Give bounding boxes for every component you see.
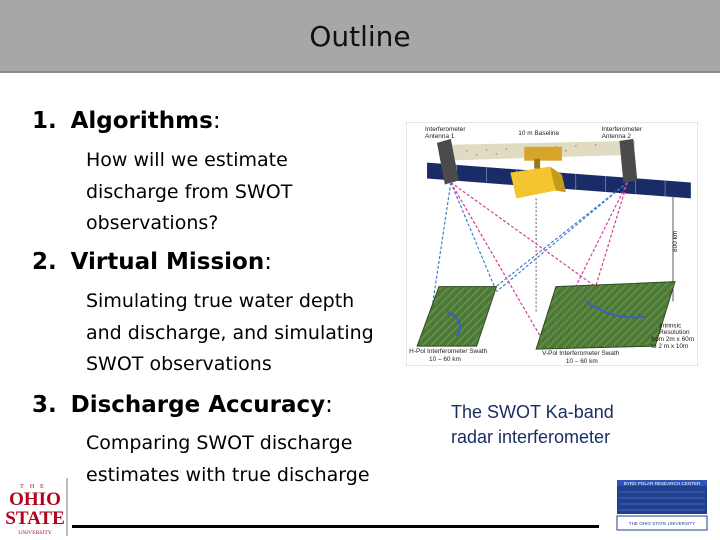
figure-caption: The SWOT Ka-band radar interferometer: [451, 400, 681, 450]
body-line: observations?: [86, 212, 219, 234]
section-title: Discharge Accuracy: [70, 392, 326, 418]
section-number: 3.: [32, 392, 57, 418]
body-line: and discharge, and simulating: [86, 321, 374, 344]
label-antenna1-l2: Antenna 1: [425, 133, 455, 140]
section-1-body: How will we estimate discharge from SWOT…: [86, 145, 292, 240]
label-resolution-l3: from 2m x 60m: [651, 336, 694, 343]
label-hpol-l2: 10 – 60 km: [429, 356, 461, 363]
body-line: estimates with true discharge: [86, 463, 370, 486]
label-baseline: 10 m Baseline: [518, 130, 559, 137]
section-2-heading: 2. Virtual Mission:: [32, 249, 272, 275]
label-resolution-l1: Intrinsic: [659, 322, 682, 329]
label-antenna2-l2: Antenna 2: [602, 133, 632, 140]
section-1-heading: 1. Algorithms:: [32, 108, 221, 134]
body-line: Simulating true water depth: [86, 290, 355, 312]
body-line: SWOT observations: [86, 353, 272, 375]
section-number: 2.: [32, 249, 57, 275]
radar-beams: [426, 182, 628, 347]
section-3-heading: 3. Discharge Accuracy:: [32, 392, 333, 418]
section-colon: :: [264, 249, 272, 275]
slide-title: Outline: [309, 20, 411, 53]
section-2-body: Simulating true water depth and discharg…: [86, 286, 374, 381]
osu-logo-ohio: OHIO: [9, 489, 61, 510]
vpol-swath: [535, 281, 676, 350]
label-resolution-l2: Resolution: [659, 329, 690, 336]
label-hpol-l1: H-Pol Interferometer Swath: [409, 348, 487, 355]
pbrc-logo-bottom-text: THE OHIO STATE UNIVERSITY: [629, 521, 695, 526]
label-vpol-l1: V-Pol Interferometer Swath: [542, 350, 620, 357]
antenna-1: [436, 138, 459, 185]
section-title: Algorithms: [70, 108, 213, 134]
spacecraft-body: [510, 146, 566, 199]
footer-rule: [72, 525, 599, 528]
label-vpol-l2: 10 – 60 km: [566, 358, 598, 365]
section-3-body: Comparing SWOT discharge estimates with …: [86, 428, 370, 491]
section-number: 1.: [32, 108, 57, 134]
osu-logo-university: UNIVERSITY: [18, 530, 52, 536]
antenna-2: [619, 138, 638, 183]
label-resolution-l4: to 2 m x 10m: [651, 343, 688, 350]
logo-divider: [66, 478, 68, 536]
byrd-polar-logo: BYRD POLAR RESEARCH CENTER THE OHIO STAT…: [616, 480, 708, 531]
label-antenna2-l1: Interferometer: [602, 126, 643, 133]
osu-logo: THE OHIO STATE UNIVERSITY: [6, 484, 64, 536]
body-line: How will we estimate: [86, 149, 288, 171]
section-colon: :: [212, 108, 221, 134]
caption-line: radar interferometer: [451, 427, 611, 447]
hpol-swath: [416, 286, 498, 347]
section-colon: :: [325, 392, 333, 418]
title-bar: [0, 0, 720, 73]
caption-line: The SWOT Ka-band: [451, 402, 614, 422]
section-title: Virtual Mission: [70, 249, 265, 275]
body-line: discharge from SWOT: [86, 180, 293, 203]
pbrc-logo-top-text: BYRD POLAR RESEARCH CENTER: [624, 481, 701, 486]
body-line: Comparing SWOT discharge: [86, 432, 353, 454]
osu-logo-the: THE: [20, 484, 50, 490]
osu-logo-state: STATE: [6, 508, 64, 529]
swot-diagram-figure: Interferometer Antenna 1 10 m Baseline I…: [406, 122, 698, 366]
label-altitude: 800 km: [672, 231, 679, 252]
label-antenna1-l1: Interferometer: [425, 126, 466, 133]
